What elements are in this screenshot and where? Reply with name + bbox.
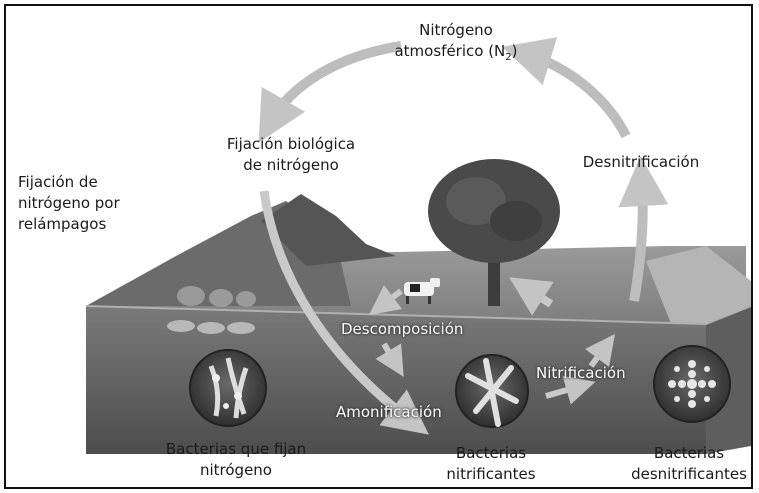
atmospheric-nitrogen-label: Nitrógeno atmosférico (N2) <box>376 20 536 68</box>
arrow-denitrification-to-atmosphere <box>526 54 626 136</box>
diagram-frame: Nitrógeno atmosférico (N2) Fijación biol… <box>4 4 753 489</box>
fixing-bacteria-label: Bacterias que fijan nitrógeno <box>156 439 316 481</box>
denitrification-label: Desnitrificación <box>576 152 706 173</box>
ammonification-label: Amonificación <box>336 402 442 423</box>
decomposition-label: Descomposición <box>341 319 463 340</box>
atmospheric-nitrogen-line1: Nitrógeno <box>376 20 536 41</box>
lightning-fixation-label: Fijación de nitrógeno por relámpagos <box>18 172 120 235</box>
biological-fixation-label: Fijación biológica de nitrógeno <box>211 134 371 176</box>
atmospheric-nitrogen-line2: atmosférico (N2) <box>376 41 536 68</box>
nitrifying-bacteria-circle <box>456 355 528 427</box>
nitrifying-bacteria-label: Bacterias nitrificantes <box>431 443 551 485</box>
denitrifying-bacteria-label: Bacterias desnitrificantes <box>624 443 753 485</box>
nitrification-label: Nitrificación <box>536 363 626 384</box>
fixing-bacteria-circle <box>190 350 266 426</box>
arrow-soil-to-denitrification <box>634 181 643 301</box>
denitrifying-bacteria-circle <box>654 346 730 422</box>
